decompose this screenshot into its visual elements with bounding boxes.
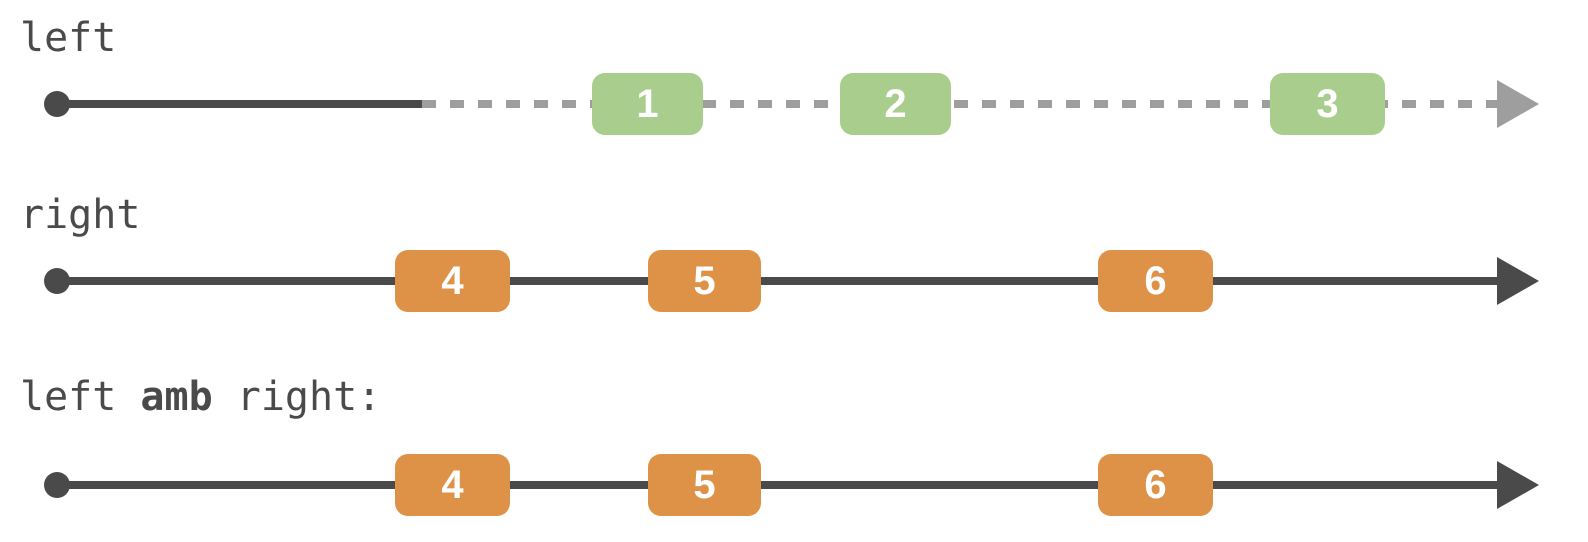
marble-value: 6 [1144, 259, 1167, 303]
marble-value: 3 [1316, 82, 1339, 126]
timeline-result: 4 5 6 [0, 440, 1588, 530]
line-segment-solid [57, 277, 1497, 285]
arrow-head-icon [1497, 257, 1539, 305]
line-segment-dashed [422, 100, 1497, 108]
marble-item[interactable]: 5 [648, 454, 761, 516]
marble-item[interactable]: 5 [648, 250, 761, 312]
arrow-head-icon [1497, 80, 1539, 128]
timeline-left: 1 2 3 [0, 59, 1588, 149]
marble-item[interactable]: 6 [1098, 250, 1213, 312]
marble-value: 1 [636, 82, 659, 126]
marble-item[interactable]: 6 [1098, 454, 1213, 516]
marble-item[interactable]: 4 [395, 454, 510, 516]
marble-item[interactable]: 3 [1270, 73, 1385, 135]
operator-label-amb: left amb right: [20, 374, 382, 420]
marble-item[interactable]: 4 [395, 250, 510, 312]
marble-value: 2 [884, 82, 907, 126]
line-segment-solid [57, 100, 422, 108]
marble-value: 4 [441, 463, 464, 507]
arrow-head-icon [1497, 461, 1539, 509]
marble-value: 5 [693, 259, 716, 303]
line-segment-solid [57, 481, 1497, 489]
marble-value: 5 [693, 463, 716, 507]
marble-value: 6 [1144, 463, 1167, 507]
marble-value: 4 [441, 259, 464, 303]
marble-item[interactable]: 1 [592, 73, 703, 135]
timeline-right: 4 5 6 [0, 236, 1588, 326]
stream-label-right: right [20, 192, 141, 238]
stream-label-left: left [20, 15, 117, 61]
marble-item[interactable]: 2 [840, 73, 951, 135]
